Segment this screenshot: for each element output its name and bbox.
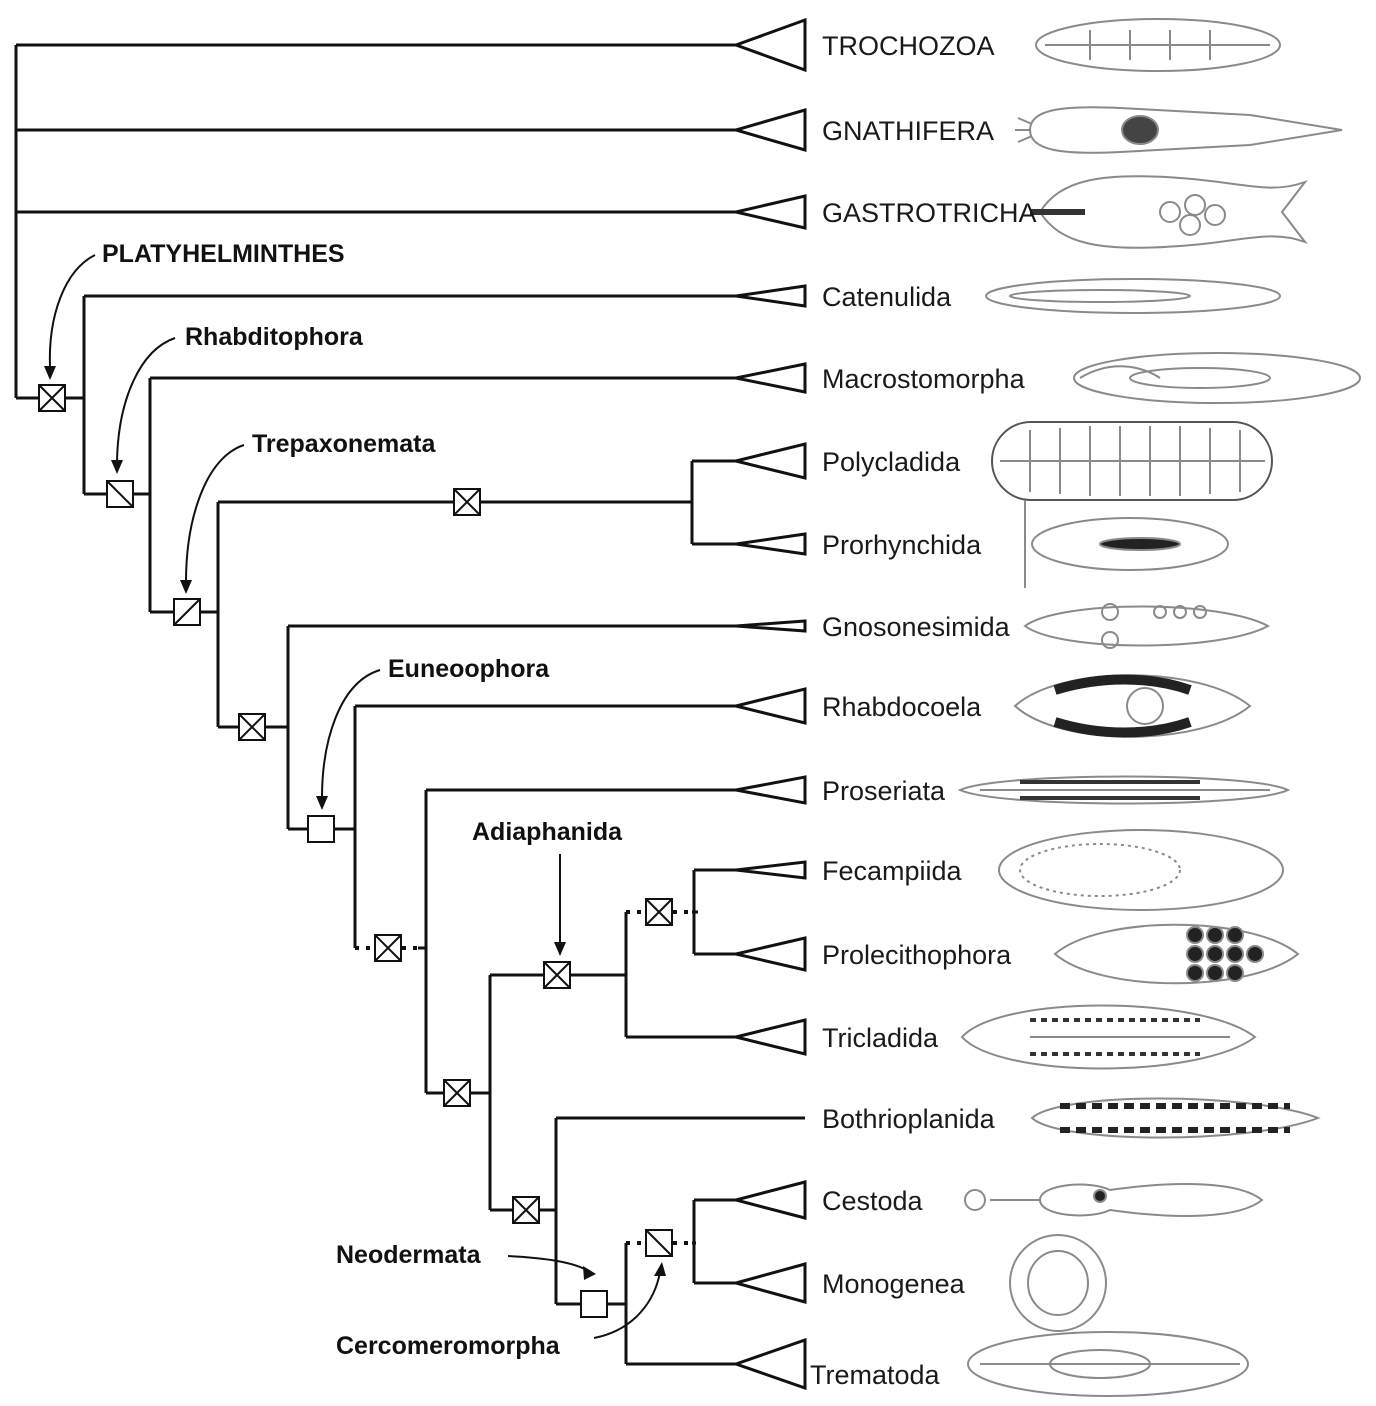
triangle-icon: [735, 1018, 807, 1056]
taxon-label-cestoda: Cestoda: [822, 1186, 924, 1216]
worm-illustration-icon: [1073, 352, 1361, 404]
worm-illustration-icon: [1009, 1234, 1107, 1332]
triangle-icon: [735, 284, 807, 308]
triangle-icon: [735, 936, 807, 972]
worm-illustration-icon: [1030, 175, 1308, 249]
taxon-label-monogenea: Monogenea: [822, 1269, 966, 1299]
taxon-label-bothrioplanida: Bothrioplanida: [822, 1104, 996, 1134]
clade-triangles: [730, 17, 807, 1391]
crossed-box-icon: [512, 1196, 540, 1224]
worm-illustration-icon: [1024, 500, 1229, 588]
taxon-label-macrostomorpha: Macrostomorpha: [822, 364, 1026, 394]
triangle-icon: [735, 194, 807, 230]
worm-illustration-icon: [991, 421, 1273, 501]
worm-illustration-icon: [1035, 18, 1281, 72]
taxon-label-gastrotricha: GASTROTRICHA: [822, 198, 1037, 228]
clade-label-neodermata: Neodermata: [336, 1241, 482, 1269]
taxon-label-prorhynchida: Prorhynchida: [822, 530, 982, 560]
taxon-label-fecampiida: Fecampiida: [822, 856, 963, 886]
taxon-illustrations: [957, 18, 1361, 1397]
worm-illustration-icon: [1030, 1097, 1321, 1139]
triangle-icon: [730, 1180, 807, 1220]
worm-illustration-icon: [964, 1183, 1264, 1217]
triangle-icon: [735, 687, 807, 725]
triangle-icon: [735, 619, 807, 633]
clade-arrows: [48, 254, 661, 1339]
node-markers: [38, 384, 673, 1318]
worm-illustration-icon: [1015, 106, 1343, 154]
taxon-label-trochozoa: TROCHOZOA: [822, 31, 995, 61]
clade-label-cercomeromorpha: Cercomeromorpha: [336, 1332, 561, 1360]
slashed-box-icon: [106, 480, 134, 508]
taxon-label-rhabdocoela: Rhabdocoela: [822, 692, 982, 722]
taxon-label-polycladida: Polycladida: [822, 447, 961, 477]
clade-label-trepaxonemata: Trepaxonemata: [252, 430, 437, 458]
triangle-icon: [730, 108, 807, 152]
crossed-box-icon: [443, 1079, 471, 1107]
crossed-box-icon: [645, 898, 673, 926]
triangle-icon: [731, 1337, 807, 1391]
taxon-label-prolecithophora: Prolecithophora: [822, 940, 1012, 970]
crossed-box-icon: [543, 961, 571, 989]
clade-label-platyhelminthes: PLATYHELMINTHES: [102, 240, 345, 268]
triangle-icon: [731, 17, 807, 73]
taxon-label-gnathifera: GNATHIFERA: [822, 116, 994, 146]
taxon-label-catenulida: Catenulida: [822, 282, 952, 312]
slashed-box-icon: [645, 1229, 673, 1257]
arrowheads: [44, 366, 666, 1280]
worm-illustration-icon: [1023, 603, 1271, 649]
clade-labels: PLATYHELMINTHES Rhabditophora Trepaxonem…: [102, 240, 623, 1360]
worm-illustration-icon: [967, 1331, 1249, 1397]
uncertain-branches: [355, 910, 694, 1245]
crossed-box-icon: [453, 488, 481, 516]
taxon-label-proseriata: Proseriata: [822, 776, 946, 806]
worm-illustration-icon: [998, 829, 1284, 911]
crossed-box-icon: [238, 713, 266, 741]
crossed-box-icon: [38, 384, 66, 412]
open-box-icon: [307, 815, 335, 843]
worm-illustration-icon: [960, 1004, 1257, 1070]
worm-illustration-icon: [1013, 674, 1252, 738]
triangle-icon: [735, 860, 807, 880]
crossed-box-icon: [374, 934, 402, 962]
worm-illustration-icon: [1053, 923, 1300, 985]
taxon-labels: TROCHOZOA GNATHIFERA GASTROTRICHA Catenu…: [810, 31, 1037, 1390]
worm-illustration-icon: [985, 278, 1281, 314]
taxon-label-gnosonesimida: Gnosonesimida: [822, 612, 1011, 642]
clade-label-rhabditophora: Rhabditophora: [185, 323, 364, 351]
triangle-icon: [735, 362, 807, 394]
clade-label-euneoophora: Euneoophora: [388, 655, 550, 683]
slashed-box-icon: [173, 598, 201, 626]
triangle-icon: [735, 775, 807, 805]
taxon-label-trematoda: Trematoda: [810, 1360, 941, 1390]
taxon-label-tricladida: Tricladida: [822, 1023, 939, 1053]
triangle-icon: [735, 532, 807, 556]
clade-label-adiaphanida: Adiaphanida: [472, 818, 623, 846]
open-box-icon: [580, 1290, 608, 1318]
worm-illustration-icon: [957, 775, 1291, 805]
triangle-icon: [735, 442, 807, 480]
triangle-icon: [730, 1262, 807, 1304]
